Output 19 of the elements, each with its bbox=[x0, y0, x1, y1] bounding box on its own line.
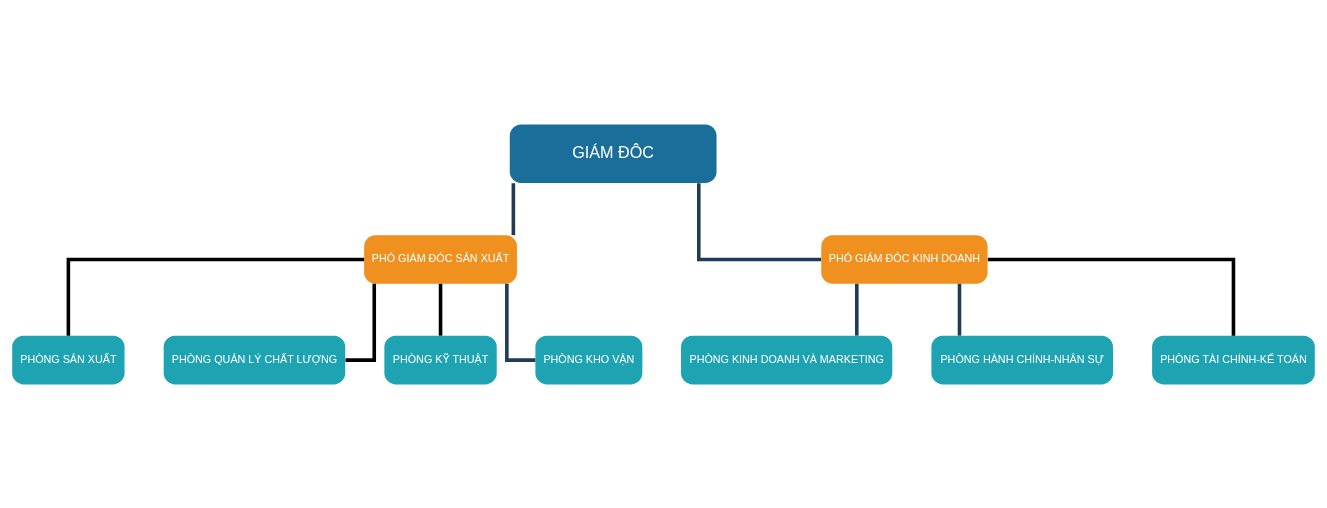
node-box: PHÒNG HÀNH CHÍNH-NHÂN SỰ bbox=[931, 335, 1113, 384]
node-box: PHÓ GIÁM ĐÓC SẢN XUẤT bbox=[364, 234, 517, 284]
connector bbox=[66, 257, 365, 336]
connector bbox=[697, 182, 822, 261]
node-box: PHÒNG KỸ THUẬT bbox=[384, 335, 497, 384]
connector bbox=[505, 283, 536, 362]
node-box: PHÒNG QUẢN LÝ CHẤT LƯỢNG bbox=[163, 335, 346, 384]
connector bbox=[438, 283, 443, 336]
node-box: PHÓ GIÁM ĐÓC KINH DOANH bbox=[821, 234, 988, 284]
connector bbox=[957, 283, 962, 336]
node-box: PHÒNG KHO VẬN bbox=[535, 335, 643, 384]
connector bbox=[987, 257, 1236, 336]
connector bbox=[511, 182, 516, 235]
connector bbox=[855, 283, 859, 336]
node-box: PHÒNG SẢN XUẤT bbox=[12, 335, 125, 384]
node-box: PHÒNG TÀI CHÍNH-KẾ TOÁN bbox=[1152, 335, 1315, 384]
connector bbox=[345, 283, 377, 362]
node-box: PHÒNG KINH DOANH VÀ MARKETING bbox=[681, 335, 893, 384]
node-box: GIÁM ĐÔC bbox=[509, 124, 717, 183]
